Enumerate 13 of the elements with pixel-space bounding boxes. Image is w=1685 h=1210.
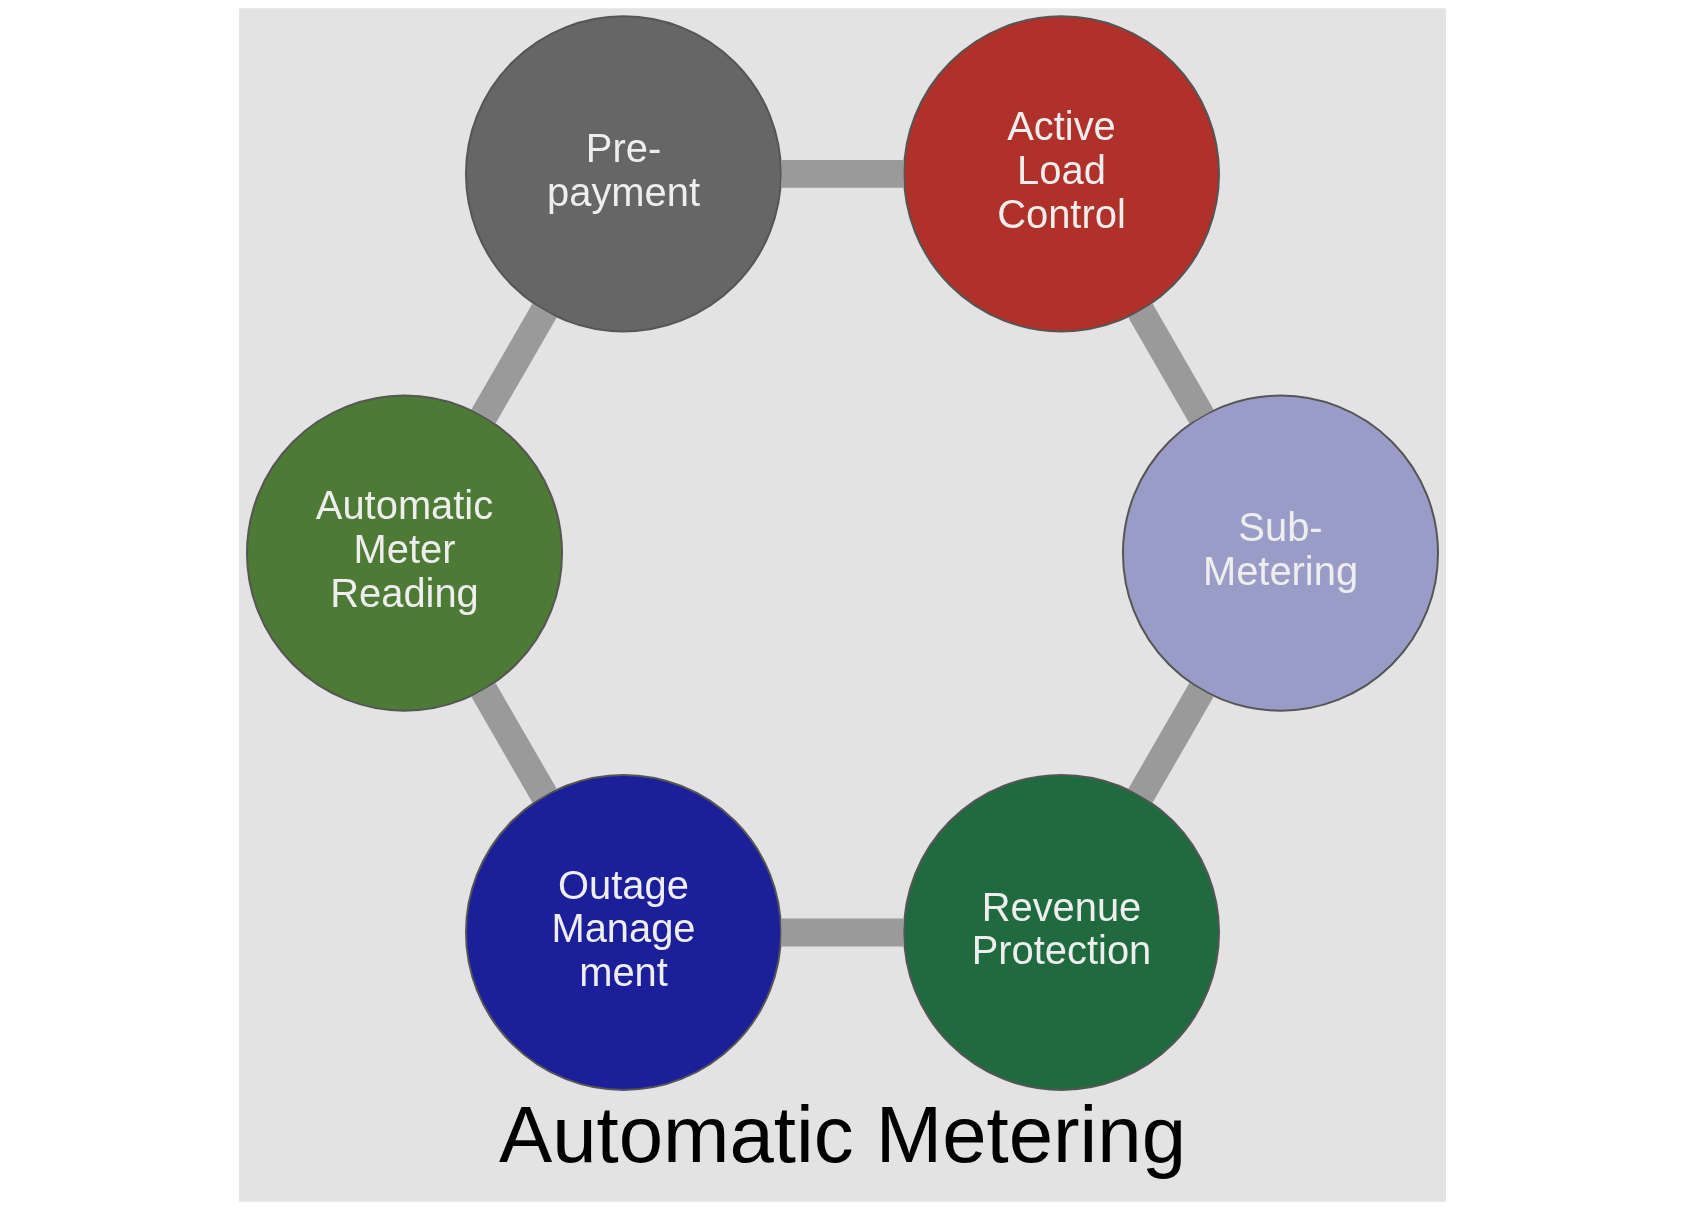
connector <box>781 159 904 188</box>
connector <box>471 303 557 424</box>
node-circle: Outage Manage ment <box>464 773 783 1091</box>
node-circle: Active Load Control <box>902 15 1221 333</box>
node-circle: Sub- Metering <box>1121 394 1439 712</box>
diagram-title: Automatic Metering <box>498 1089 1187 1179</box>
connector <box>471 682 557 803</box>
connector <box>781 918 904 947</box>
node-circle: Revenue Protection <box>902 773 1221 1091</box>
connector <box>1128 683 1214 803</box>
connector <box>1128 303 1214 424</box>
node-circle: Automatic Meter Reading <box>246 394 564 712</box>
node-circle: Pre- payment <box>464 15 783 333</box>
